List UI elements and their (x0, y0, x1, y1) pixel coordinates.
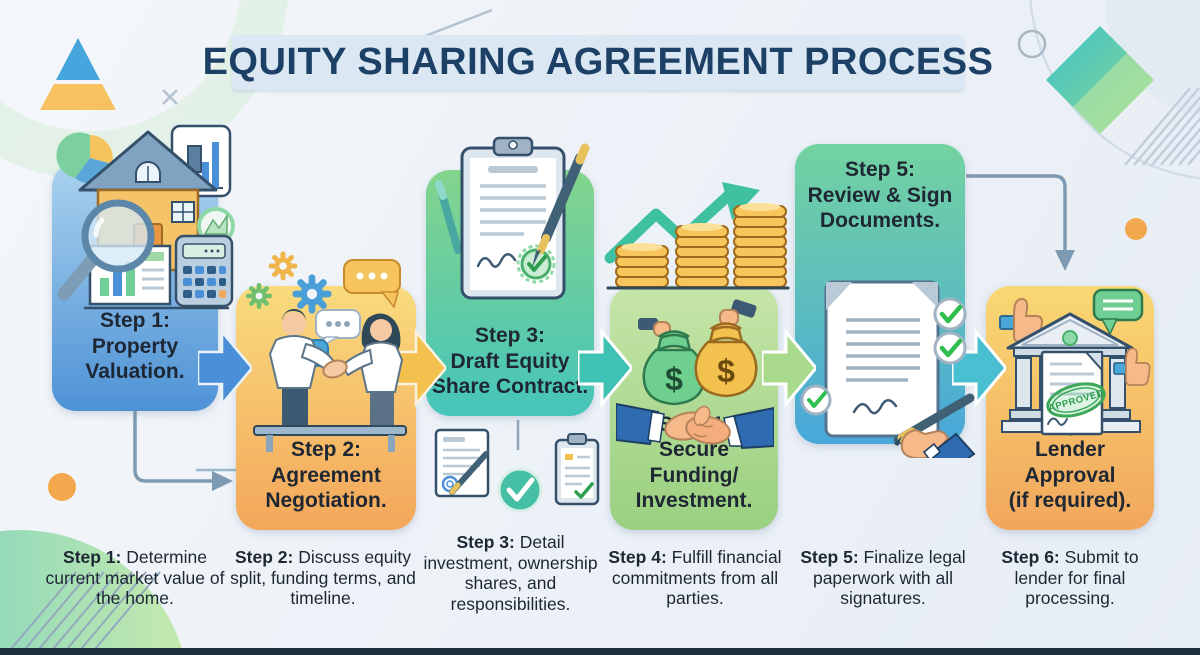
caption-step-label: Step 6: (1001, 547, 1060, 567)
speech-bubble-icon (315, 309, 361, 349)
pen-icon (435, 180, 462, 254)
handshake-hands (322, 359, 348, 379)
checklist-clipboard-icon (554, 433, 600, 506)
footer-bar (0, 648, 1200, 655)
caption-step-label: Step 5: (800, 547, 859, 567)
step-2-caption: Step 2: Discuss equity split, funding te… (228, 547, 418, 609)
check-circle-icon (933, 331, 967, 365)
pen-icon (532, 143, 590, 268)
hand-with-pen-icon (893, 393, 976, 458)
arrow-right-icon (578, 327, 632, 409)
gear-icon (245, 282, 273, 310)
property-valuation-illustration (56, 124, 235, 310)
caption-text: Submit to lender for final processing. (1014, 547, 1139, 609)
arrow-right-icon (198, 328, 252, 408)
check-seal-icon (516, 244, 556, 284)
dollar-symbol: $ (665, 361, 683, 397)
page-title: EQUITY SHARING AGREEMENT PROCESS (202, 41, 994, 83)
corner-circle-decor (1105, 0, 1200, 118)
hatch-lines-top-right-decor (1124, 87, 1200, 166)
caption-step-label: Step 2: (234, 547, 294, 567)
signature-squiggle (852, 399, 898, 415)
gear-icon (268, 251, 298, 281)
speech-bubble-icon (343, 259, 401, 309)
funding-growth-icon (604, 182, 790, 290)
bank-approval-illustration: APPROVED (999, 288, 1151, 436)
hatch-lines-bottom-left-decor (5, 571, 161, 655)
arrow-right-icon (952, 327, 1006, 409)
money-bags-handshake-illustration: $ $ (616, 299, 774, 450)
x-mark-decor (162, 89, 178, 105)
thumbs-up-icon (1113, 347, 1151, 386)
caption-step-label: Step 3: (456, 532, 515, 552)
caption-step-label: Step 4: (608, 547, 667, 567)
caption-step-label: Step 1: (63, 547, 122, 567)
connector-step5-to-step6-arrow (966, 174, 1075, 271)
calculator-icon (174, 234, 234, 308)
dollar-symbol: $ (717, 353, 735, 389)
step-3-label: Step 3: Draft Equity Share Contract. (431, 324, 589, 399)
triangle-decor-icon (40, 38, 116, 110)
money-bag-icon: $ (694, 299, 758, 398)
caption-text: Discuss equity split, funding terms, and… (230, 547, 416, 609)
clipboard-icon (460, 136, 566, 300)
document-icon (824, 280, 940, 438)
signature-squiggle (476, 253, 517, 268)
title-banner: EQUITY SHARING AGREEMENT PROCESS (203, 35, 993, 90)
contract-details-icons (434, 420, 600, 513)
step-2-label: Step 2: Agreement Negotiation. (265, 438, 387, 513)
step-1-caption: Step 1: Determine current market value o… (40, 547, 230, 609)
person-left (268, 308, 336, 428)
orange-dot-decor (1125, 218, 1147, 240)
contract-clipboard-illustration (435, 136, 590, 300)
orange-dot-decor (48, 473, 76, 501)
money-bag-icon: $ (638, 318, 706, 406)
handshake-icon (616, 402, 774, 450)
handshake-negotiation-illustration (245, 251, 407, 452)
step-5-caption: Step 5: Finalize legal paperwork with al… (788, 547, 978, 609)
step-4-caption: Step 4: Fulfill financial commitments fr… (600, 547, 790, 609)
caption-text: Detail investment, ownership shares, and… (423, 532, 598, 614)
caption-text: Finalize legal paperwork with all signat… (812, 547, 966, 609)
signature-squiggle (1047, 417, 1068, 426)
arrow-right-icon (762, 327, 816, 409)
table (253, 425, 407, 452)
connector-step1-down-arrow (133, 410, 233, 491)
caption-text: Determine current market value of the ho… (45, 547, 225, 609)
small-circle-decor (1017, 29, 1047, 59)
sign-documents-illustration (800, 280, 976, 458)
approved-document-icon: APPROVED (1040, 350, 1106, 436)
step-1-label: Step 1: Property Valuation. (85, 309, 185, 384)
magnifier-icon (57, 199, 155, 301)
signed-document-icon (434, 428, 490, 498)
person-right (340, 313, 404, 426)
step-6-caption: Step 6: Submit to lender for final proce… (975, 547, 1165, 609)
gear-icon (292, 274, 332, 314)
check-circle-icon (497, 467, 543, 513)
check-circle-icon (800, 384, 832, 416)
speech-bubble-icon (1092, 288, 1144, 336)
coin-stacks-icon (615, 203, 787, 288)
diamond-decor-icon (1046, 26, 1154, 134)
step-5-label: Step 5: Review & Sign Documents. (807, 158, 953, 233)
caption-text: Fulfill financial commitments from all p… (611, 547, 782, 609)
step-3-caption: Step 3: Detail investment, ownership sha… (423, 532, 598, 615)
check-circle-icon (933, 297, 967, 331)
growth-arrow-icon (604, 182, 760, 264)
